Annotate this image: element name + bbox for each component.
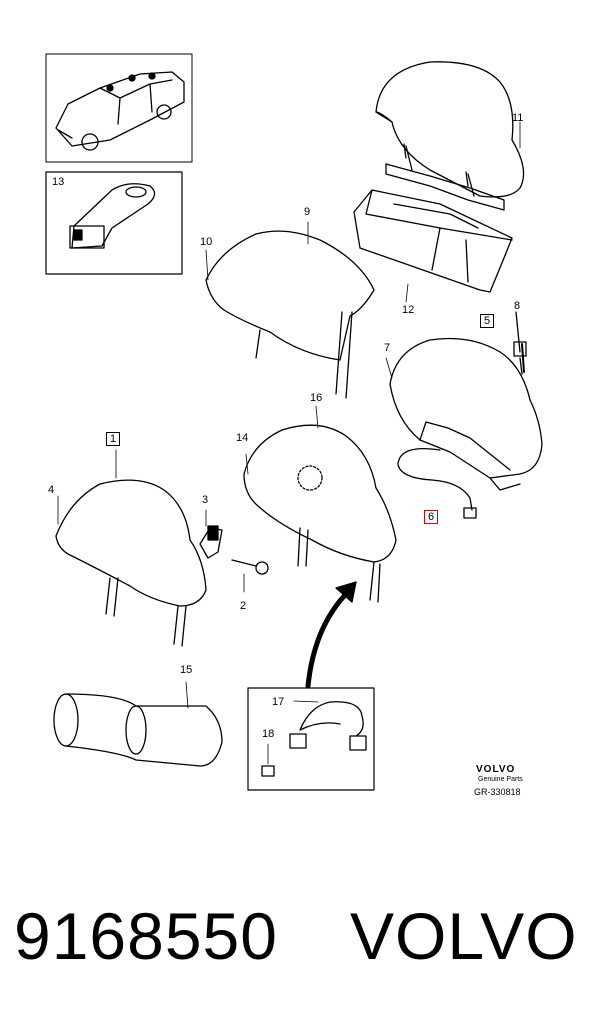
- cable-6: [397, 447, 477, 519]
- cushion-15: [53, 693, 223, 767]
- callout-1: 1: [106, 432, 121, 446]
- callout-10: 10: [200, 236, 213, 248]
- callout-14: 14: [236, 432, 249, 444]
- callout-6-highlighted: 6: [424, 510, 439, 524]
- bolt-8: [513, 311, 527, 357]
- callout-2: 2: [240, 600, 247, 612]
- callout-15: 15: [180, 664, 193, 676]
- callout-7: 7: [384, 342, 391, 354]
- footer-brand: VOLVO: [350, 899, 578, 973]
- callout-8: 8: [514, 300, 521, 312]
- motor-unit-12: [353, 189, 513, 293]
- headrest-9: [205, 230, 375, 399]
- callout-17: 17: [272, 696, 285, 708]
- car-illustration: [45, 53, 193, 163]
- arrow-17-to-16: [305, 581, 357, 689]
- callout-3: 3: [202, 494, 209, 506]
- headrest-11: [375, 61, 525, 211]
- callout-16: 16: [310, 392, 323, 404]
- callout-5: 5: [480, 314, 495, 328]
- leader-lines: [57, 121, 521, 765]
- clip-3: [199, 525, 223, 559]
- callout-13: 13: [52, 176, 65, 188]
- callout-11: 11: [512, 112, 524, 124]
- part-number: 9168550: [14, 899, 278, 973]
- volvo-logo-text: VOLVO: [476, 764, 516, 775]
- headrest-7: [389, 337, 543, 491]
- genuine-parts-text: Genuine Parts: [478, 776, 523, 783]
- parts-diagram: [45, 53, 543, 791]
- callout-4: 4: [48, 484, 55, 496]
- headrest-16: [243, 424, 397, 603]
- callout-18: 18: [262, 728, 275, 740]
- drawing-number: GR-330818: [474, 787, 521, 797]
- headrest-4: [55, 479, 207, 647]
- kit-box-17-18: [247, 687, 375, 791]
- callout-12: 12: [402, 304, 415, 316]
- screw-2: [231, 559, 269, 575]
- tool-box-13: [45, 171, 183, 275]
- callout-9: 9: [304, 206, 311, 218]
